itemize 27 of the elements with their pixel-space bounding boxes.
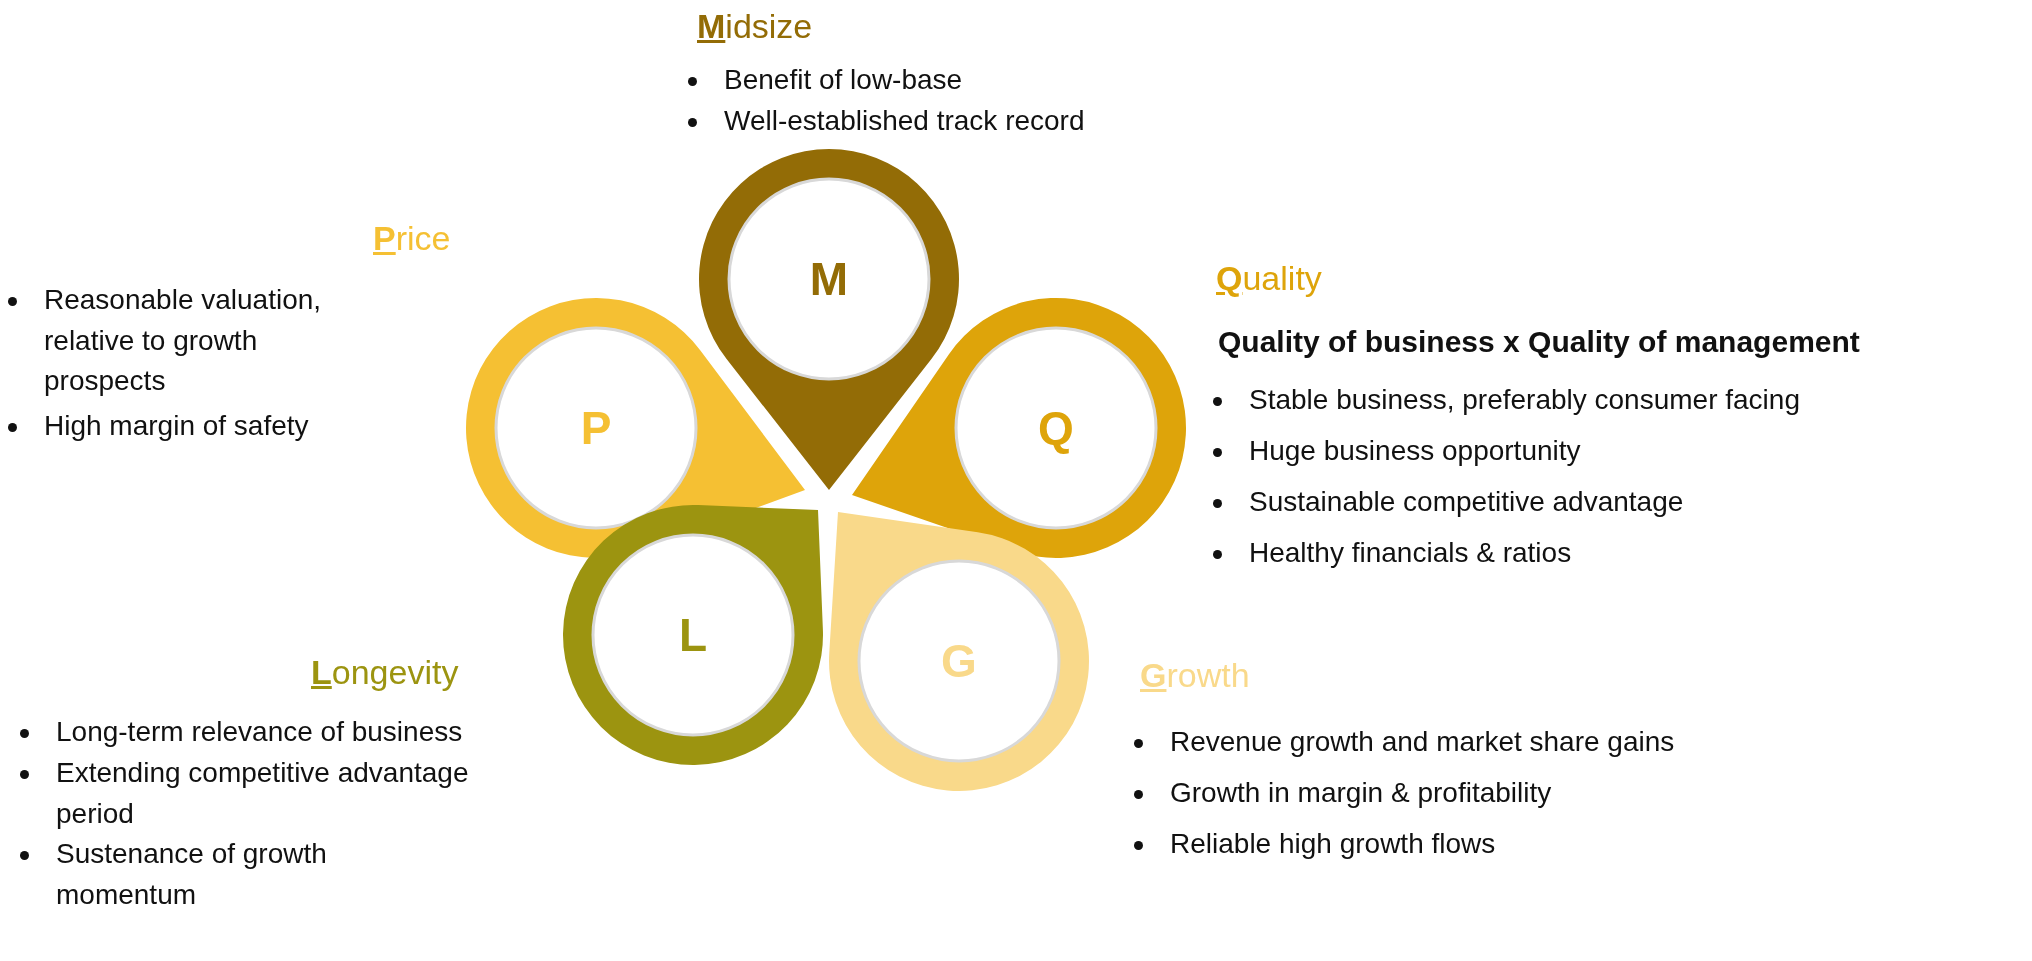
petal-letter: M (809, 256, 849, 302)
section-heading: Midsize (697, 6, 813, 47)
section-heading: Price (373, 218, 451, 259)
bullet-text: Reliable high growth flows (1170, 828, 1496, 859)
bullet-text: Huge business opportunity (1249, 435, 1581, 466)
bullet-text: Stable business, preferably consumer facing (1249, 384, 1800, 415)
bullet-text: Healthy financials & ratios (1249, 537, 1572, 568)
bullet-text: Extending competitive advantage period (56, 757, 469, 829)
section-heading: Longevity (311, 652, 459, 693)
bullet-text: Sustainable competitive advantage (1249, 486, 1684, 517)
petal-letter: L (678, 612, 708, 658)
section-heading: Quality (1216, 258, 1322, 299)
petal-letter: G (941, 638, 977, 684)
bullet-text: Benefit of low-base (724, 64, 963, 95)
bullet-text: Revenue growth and market share gains (1170, 726, 1675, 757)
teardrop-petal (852, 298, 1186, 558)
teardrop-petal (563, 505, 823, 765)
teardrop-petal (829, 512, 1089, 791)
bullet-text: Long-term relevance of business (56, 716, 463, 747)
bullet-text: Sustenance of growth momentum (56, 838, 327, 910)
section-heading: Growth (1140, 655, 1250, 696)
petal-letter: P (580, 405, 612, 451)
bullet-text: Growth in margin & profitability (1170, 777, 1552, 808)
bullet-text: Well-established track record (724, 105, 1085, 136)
bullet-text: High margin of safety (44, 410, 309, 441)
bullet-text: Reasonable valuation, relative to growth prospects (44, 284, 322, 397)
subheading: Quality of business x Quality of management (1218, 325, 1860, 359)
